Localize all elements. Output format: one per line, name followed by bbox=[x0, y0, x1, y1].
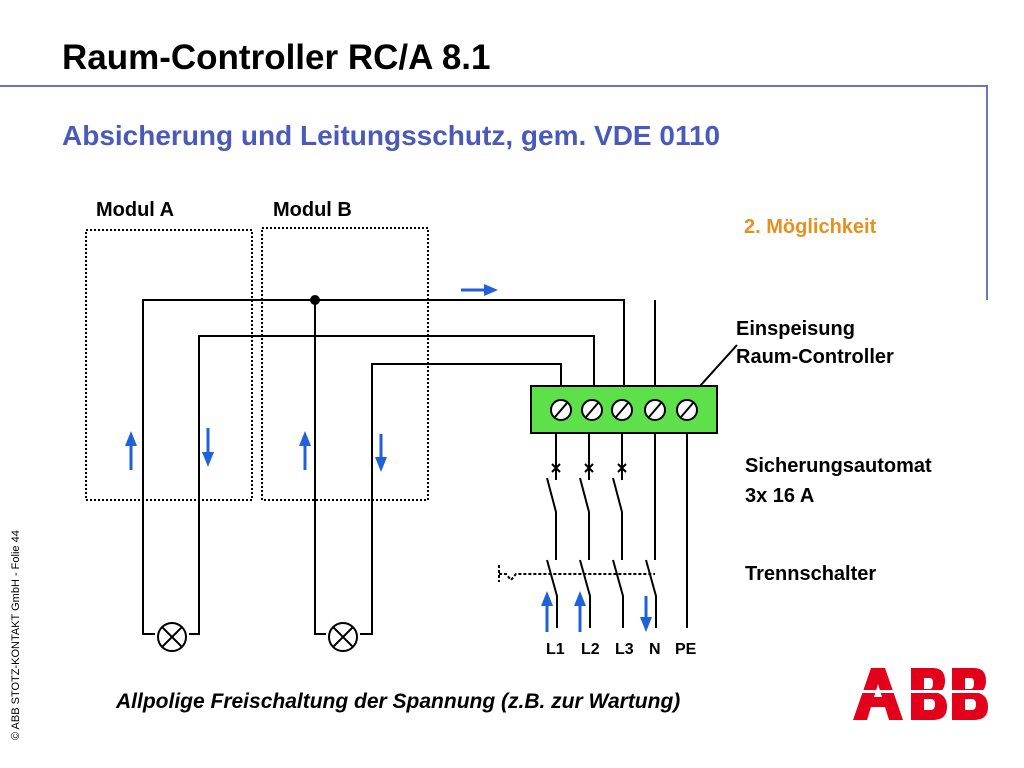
disconnector-label: Trennschalter bbox=[745, 563, 877, 585]
option-label: 2. Möglichkeit bbox=[744, 216, 877, 238]
breaker-label-line2: 3x 16 A bbox=[745, 485, 815, 507]
feed-label-line2: Raum-Controller bbox=[736, 346, 894, 368]
module-a-label: Modul A bbox=[96, 199, 175, 221]
page-title: Raum-Controller RC/A 8.1 bbox=[62, 38, 491, 77]
lamp-a bbox=[157, 622, 187, 652]
terminal-screws bbox=[550, 399, 698, 421]
disconnector-linkage bbox=[498, 565, 655, 582]
terminal-label-pe: PE bbox=[675, 641, 697, 658]
wires bbox=[142, 299, 738, 635]
junction-dot bbox=[310, 295, 320, 305]
wire-l2 bbox=[189, 335, 595, 635]
terminal-label-l1: L1 bbox=[546, 641, 565, 658]
terminal-label-l3: L3 bbox=[615, 641, 634, 658]
wire-l3 bbox=[142, 299, 625, 635]
copyright-note: © ABB STOTZ-KONTAKT GmbH - Folie 44 bbox=[10, 530, 22, 740]
feed-label-line1: Einspeisung bbox=[736, 318, 855, 340]
wire-n-branch bbox=[314, 300, 326, 635]
connector-einspeisung bbox=[699, 344, 738, 387]
terminal-label-l2: L2 bbox=[581, 641, 600, 658]
wire-l1 bbox=[360, 363, 562, 635]
page-subtitle: Absicherung und Leitungsschutz, gem. VDE… bbox=[62, 120, 721, 151]
breaker-label-line1: Sicherungsautomat bbox=[745, 455, 932, 477]
lamp-b bbox=[328, 622, 358, 652]
terminal-label-n: N bbox=[649, 641, 661, 658]
abb-logo bbox=[852, 668, 989, 720]
breaker-marks bbox=[551, 463, 627, 473]
module-b-label: Modul B bbox=[273, 199, 352, 221]
blue-arrows bbox=[125, 284, 652, 632]
frame-line bbox=[0, 85, 988, 300]
module-a-box bbox=[85, 229, 253, 501]
footer-caption: Allpolige Freischaltung der Spannung (z.… bbox=[116, 690, 681, 713]
supply-lines bbox=[546, 433, 688, 628]
